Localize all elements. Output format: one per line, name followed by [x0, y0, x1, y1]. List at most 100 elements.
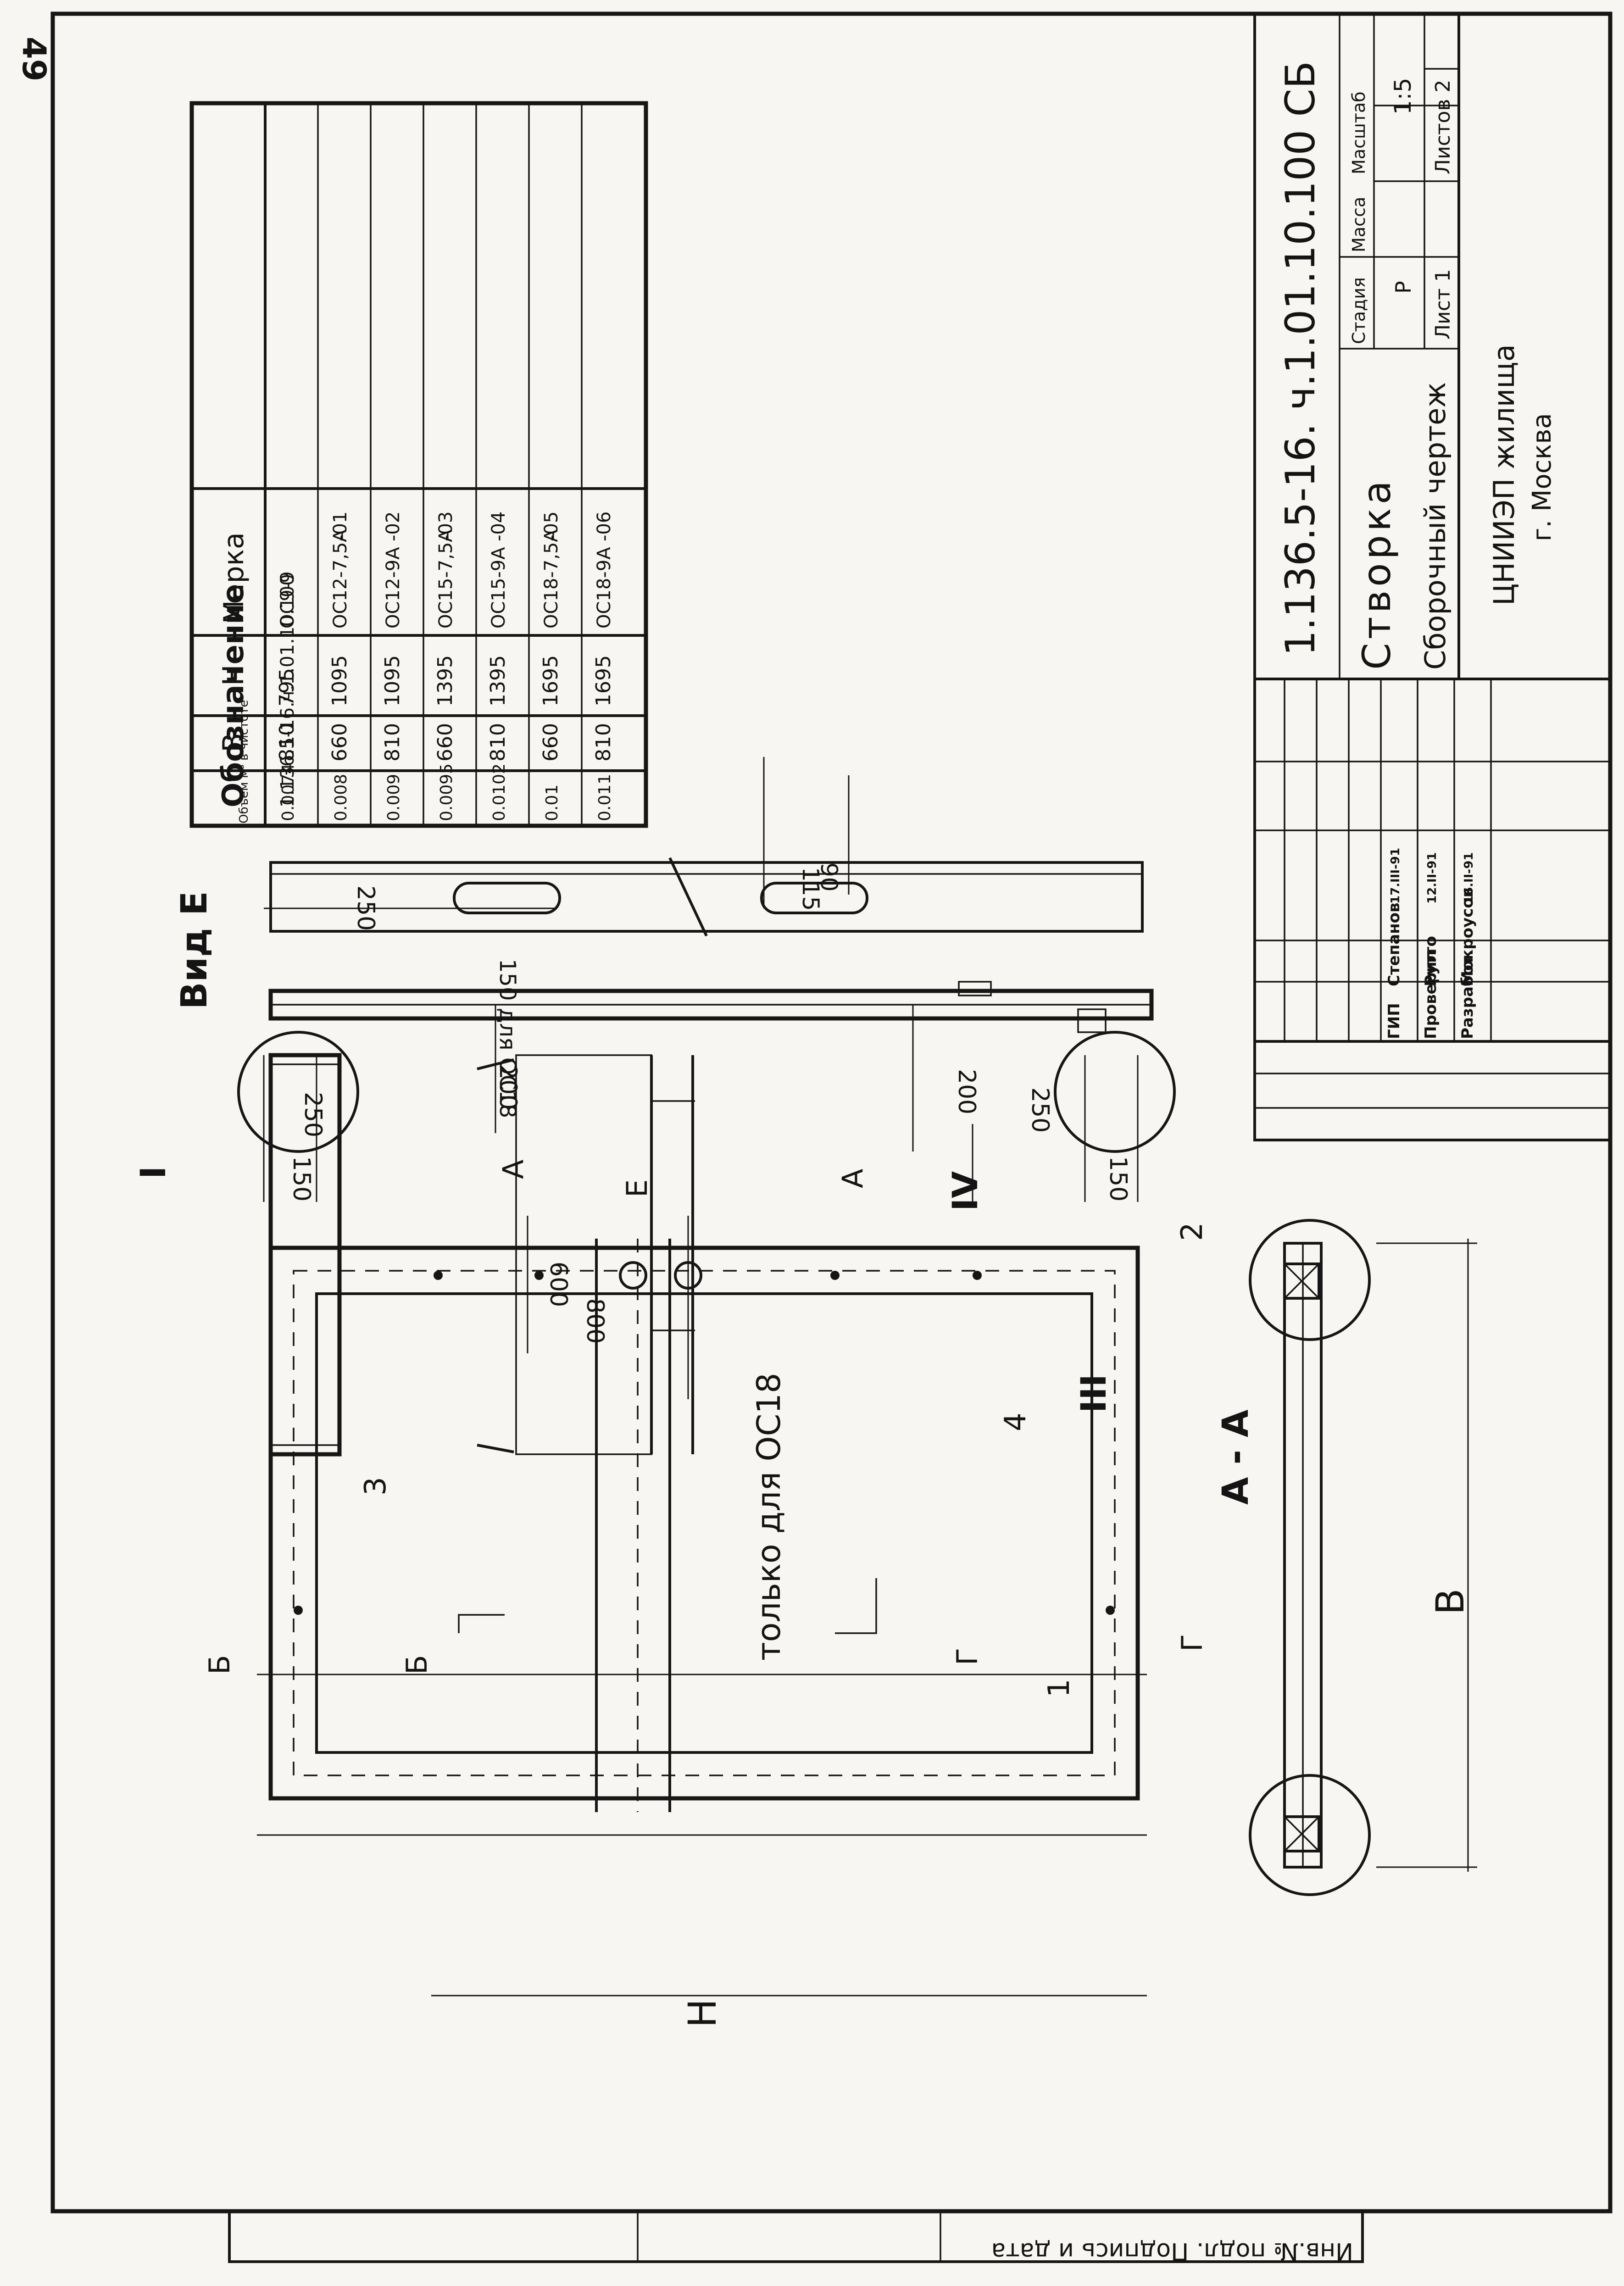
signature-role: Проверил — [1422, 950, 1440, 1039]
dim-250-right: 250 — [1026, 1087, 1054, 1133]
cut-label-a-top: А — [496, 1160, 530, 1179]
spec-cell: 660 — [328, 723, 351, 762]
dimension-lines — [257, 757, 1147, 1997]
dim-h-label: Н — [680, 1999, 725, 2028]
spec-cell: 1395 — [434, 655, 457, 706]
position-1: 1 — [1042, 1679, 1076, 1697]
spec-cell: 0.0102 — [490, 763, 509, 821]
position-2: 2 — [1175, 1222, 1209, 1241]
dim-90: 90 — [816, 862, 842, 892]
spec-cell: 1695 — [592, 655, 615, 706]
scale-header: Масштаб — [1349, 91, 1369, 174]
header-h: Н — [217, 664, 250, 686]
view-e-strip — [268, 1053, 695, 1457]
spec-table-rows: 1.136.5-16.ч.1.01.10.100ОС9-97958100.007… — [275, 512, 615, 821]
cut-label-g-inner: Г — [951, 1648, 984, 1665]
spec-cell: 0.01 — [543, 784, 562, 821]
dim-150-right: 150 — [1104, 1156, 1132, 1201]
dim-800: 800 — [581, 1298, 609, 1344]
spec-cell: 810 — [592, 723, 615, 762]
view-e-profile — [268, 981, 1154, 1033]
stage-value: Р — [1391, 281, 1416, 294]
dim-600: 600 — [545, 1262, 572, 1307]
spec-cell: 0.009 — [384, 774, 403, 821]
spec-cell: ОС15-9А — [488, 547, 509, 629]
cut-label-a-bottom: А — [836, 1169, 869, 1188]
frame-main-view — [268, 1239, 1140, 1812]
spec-cell: -01 — [330, 512, 351, 541]
detail-circle-i — [237, 1031, 359, 1153]
spec-cell: ОС18-9А — [594, 547, 615, 629]
title-block-signatures: ГИПСтепанов17.III-91ПроверилРутто12.II-9… — [1385, 848, 1477, 1039]
spec-table-header: Обозначение Марка Н В Объем м³ в чистоте — [217, 532, 251, 823]
drawing-subtitle: Сборочный чертеж — [1418, 382, 1452, 670]
header-designation: Обозначение — [217, 584, 250, 807]
page-number: 49 — [15, 37, 53, 81]
drawing-designation: 1.136.5-16. ч.1.01.10.100 СБ — [1277, 61, 1324, 656]
spec-cell: 810 — [275, 723, 299, 762]
spec-cell: 1695 — [539, 655, 562, 706]
detail-circle-iv — [1054, 1031, 1176, 1153]
spec-cell: 1095 — [328, 655, 351, 706]
spec-cell: 0.011 — [595, 774, 614, 821]
dim-200-top: 200 — [494, 1064, 522, 1110]
header-b: В — [217, 733, 250, 752]
signature-date: 16.II-91 — [1462, 852, 1476, 904]
position-3: 3 — [359, 1477, 393, 1496]
only-for-os18-note: только для ОС18 — [750, 1373, 788, 1661]
signature-date: 12.II-91 — [1425, 852, 1439, 904]
signature-role: ГИП — [1385, 1003, 1403, 1039]
spec-cell: 795 — [275, 668, 299, 706]
section-a-a — [1249, 1219, 1477, 1896]
signature-name: Рутто — [1422, 936, 1440, 986]
spec-cell: ОС9-9 — [277, 571, 298, 629]
spec-cell: -04 — [488, 512, 509, 541]
drawing-labels: Вид Е А - А только для ОС18 Н В 150 250 … — [133, 862, 1473, 2028]
dim-250-left: 250 — [299, 1092, 327, 1137]
cut-label-e: Е — [620, 1179, 654, 1197]
spec-cell: 1395 — [486, 655, 510, 706]
spec-cell: 660 — [539, 723, 562, 762]
spec-cell: -02 — [383, 512, 404, 541]
spec-cell: ОС15-7,5А — [435, 529, 456, 629]
organization-name: ЦНИИЭП жилища — [1487, 344, 1521, 606]
spec-cell: 810 — [486, 723, 510, 762]
title-block — [1253, 14, 1612, 1141]
sheet-number: Лист 1 — [1431, 269, 1455, 339]
cut-label-b-top: Б — [203, 1655, 236, 1674]
section-a-a-label: А - А — [1215, 1410, 1257, 1505]
spec-cell: 1095 — [381, 655, 404, 706]
view-e-label: Вид Е — [174, 891, 215, 1009]
dim-115: 115 — [797, 867, 824, 911]
signature-role: Разработ. — [1458, 950, 1477, 1039]
spec-cell: 1.136.5-16.ч.1.01.10.100 — [277, 574, 298, 807]
stage-header: Стадия — [1349, 277, 1369, 344]
spec-table — [189, 101, 648, 828]
spec-cell: 0.0095 — [437, 763, 456, 821]
sheets-count: Листов 2 — [1431, 80, 1455, 174]
view-e-rail — [269, 857, 1144, 937]
spec-cell: 810 — [381, 723, 404, 762]
spec-cell: -05 — [541, 512, 562, 541]
spec-cell: 0.008 — [332, 774, 350, 821]
spec-cell: -03 — [435, 512, 456, 541]
sheet-frame — [50, 11, 1613, 2263]
callout-iii: III — [1073, 1374, 1114, 1413]
spec-cell: -06 — [594, 512, 615, 541]
dim-250-view: 250 — [352, 885, 379, 931]
cut-label-g-bottom: Г — [1175, 1634, 1209, 1652]
header-volume: Объем м³ в чистоте — [237, 700, 251, 823]
drawing-title: Створка — [1354, 477, 1399, 670]
mass-header: Масса — [1349, 197, 1369, 252]
dim-200-bottom: 200 — [953, 1069, 980, 1114]
position-4: 4 — [999, 1413, 1033, 1431]
spec-cell: ОС18-7,5А — [541, 529, 562, 629]
signature-name: Мокроусов — [1458, 888, 1477, 986]
signature-date: 17.III-91 — [1389, 848, 1402, 904]
spec-cell: ОС12-7,5А — [330, 529, 351, 629]
dim-b-label: В — [1428, 1588, 1473, 1615]
spec-cell: 660 — [434, 723, 457, 762]
dim-150-for-os18: 150 для ОС18 — [495, 959, 520, 1118]
corner-stamp-label: Инв.№ подл. Подпись и дата — [991, 2237, 1353, 2265]
